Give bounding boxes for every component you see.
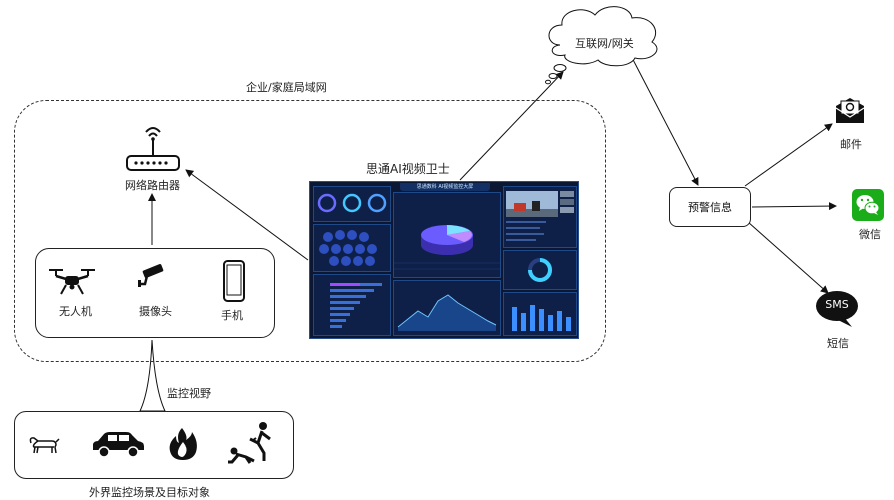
column-chart: [512, 305, 571, 331]
dashboard-panel-columns: [503, 292, 577, 336]
alert-to-sms-arrow: [747, 221, 829, 294]
video-frame: [506, 191, 574, 241]
assault-icon: [228, 422, 271, 464]
drone-label: 无人机: [59, 305, 92, 318]
camera-icon: [138, 263, 164, 287]
internet-label: 互联网/网关: [575, 37, 634, 50]
node-cluster: [319, 230, 377, 266]
lan-label: 企业/家庭局域网: [246, 81, 327, 94]
car-icon: [93, 432, 144, 458]
camera-label: 摄像头: [139, 305, 172, 318]
drone-icon: [49, 269, 95, 295]
sms-icon: SMS: [814, 289, 860, 329]
dashboard-panel-gauges: [313, 186, 391, 222]
email-icon: [835, 98, 865, 123]
sms-label: 短信: [827, 337, 849, 350]
internet-to-alert-arrow: [627, 49, 699, 186]
alert-node: 预警信息: [669, 187, 751, 227]
gauge-rings: [317, 193, 387, 213]
dashboard-panel-video: [503, 186, 577, 248]
internet-cloud: [545, 6, 658, 85]
alert-to-wechat-arrow: [751, 202, 837, 211]
dashboard-title: 思通数科 AI视频监控大屏: [400, 183, 490, 191]
phone-label: 手机: [221, 309, 243, 322]
3d-pie: [394, 225, 500, 270]
wechat-icon: [852, 189, 884, 221]
email-label: 邮件: [840, 138, 862, 151]
router-label: 网络路由器: [125, 179, 180, 192]
dashboard-to-router-arrow: [185, 169, 309, 261]
dashboard-panel-area: [393, 280, 501, 336]
wechat-label: 微信: [859, 228, 881, 241]
dashboard-panel-donut: [503, 250, 577, 290]
alert-to-email-arrow: [744, 123, 833, 187]
fire-icon: [169, 428, 197, 460]
dashboard-label: 思通AI视频卫士: [366, 162, 450, 176]
phone-icon: [223, 260, 245, 302]
horizontal-bars: [330, 283, 382, 328]
donut-chart: [528, 258, 552, 282]
scene-label: 外界监控场景及目标对象: [89, 486, 210, 499]
dashboard-screenshot: 思通数科 AI视频监控大屏: [309, 181, 579, 339]
sms-bubble-text: SMS: [825, 298, 849, 311]
dashboard-panel-bars: [313, 274, 391, 336]
dashboard-panel-nodes: [313, 224, 391, 272]
scene-targets-group: [14, 411, 294, 479]
dog-icon: [29, 437, 60, 454]
area-chart: [397, 294, 497, 331]
view-label: 监控视野: [167, 387, 211, 400]
alert-label: 预警信息: [688, 201, 732, 214]
dashboard-to-internet-arrow: [459, 71, 564, 181]
router-icon: [126, 127, 180, 171]
lan-boundary: [14, 100, 606, 362]
dashboard-panel-pie: [393, 192, 501, 278]
